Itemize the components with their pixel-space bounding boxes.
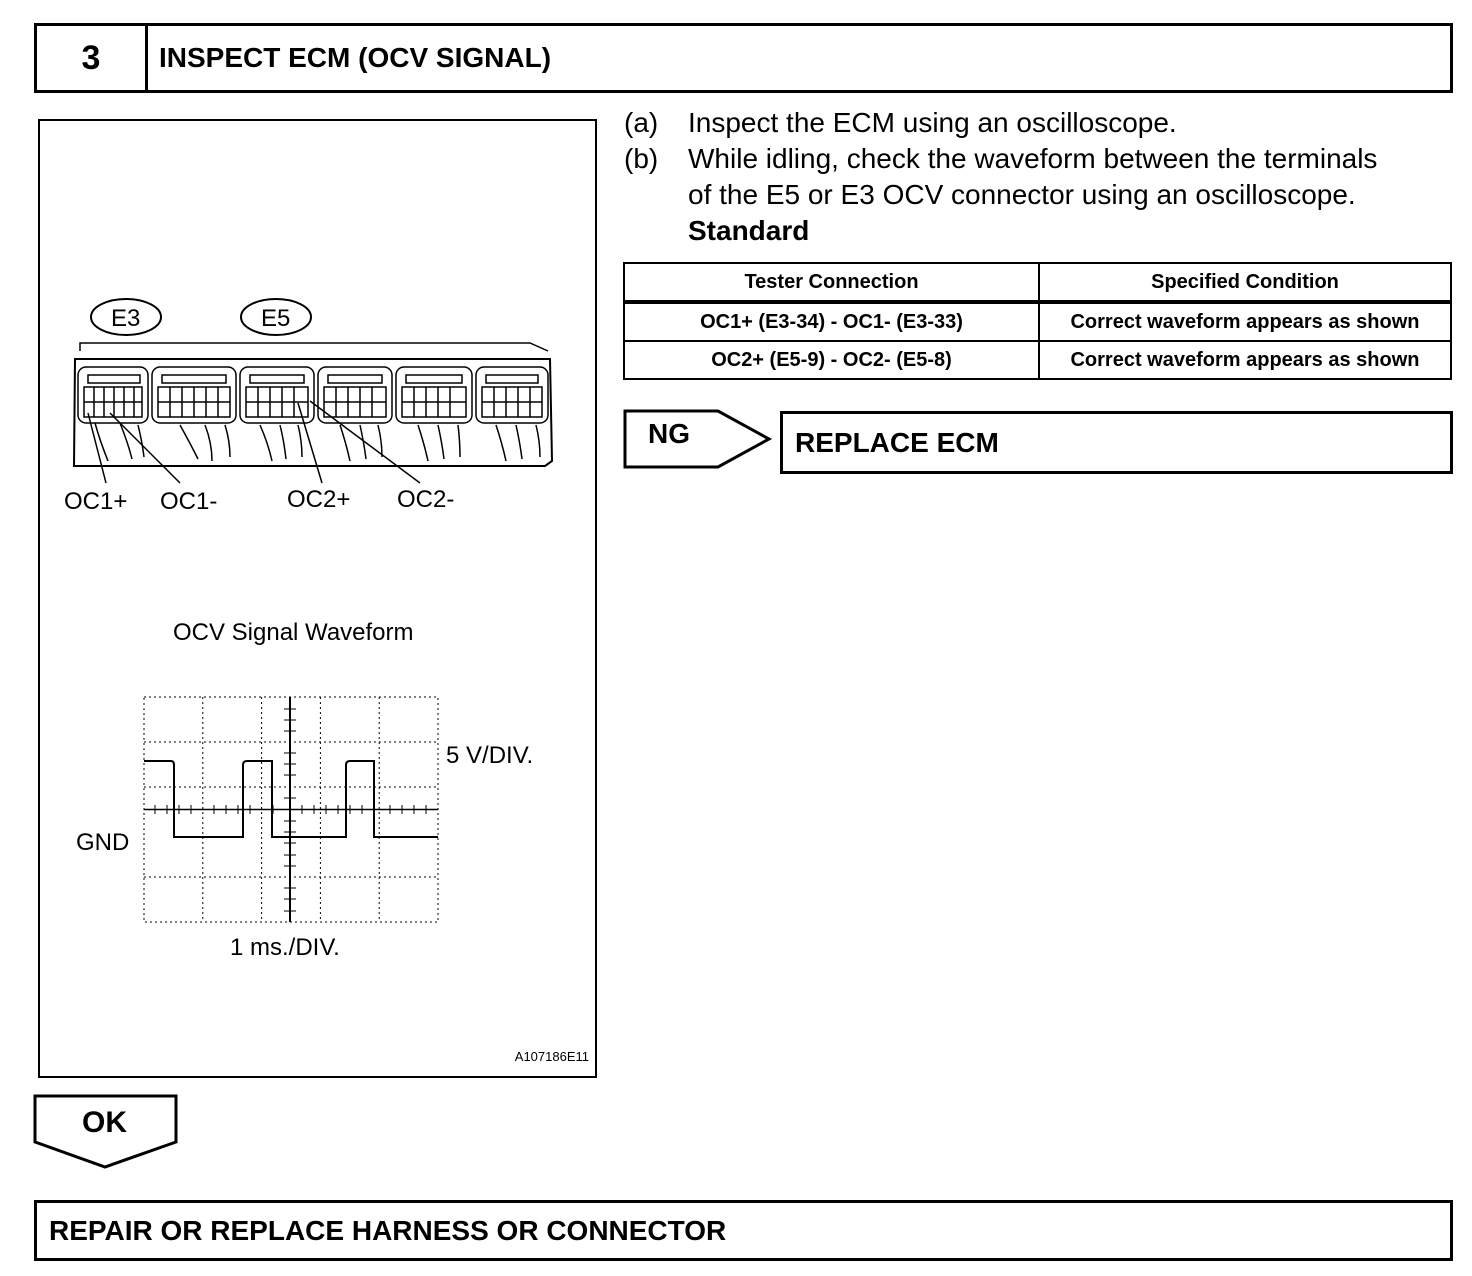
ecm-figure: E3 E5 OC1+ OC1- OC2+ OC2- OCV Signal Wav… bbox=[38, 119, 597, 1078]
step-title: INSPECT ECM (OCV SIGNAL) bbox=[159, 42, 552, 73]
figure-id: A107186E11 bbox=[514, 1049, 589, 1064]
ok-label: OK bbox=[82, 1106, 127, 1139]
gnd-label: GND bbox=[76, 829, 130, 856]
terminal-oc2-minus: OC2- bbox=[397, 486, 455, 513]
terminal-leaders bbox=[87, 400, 421, 484]
replace-ecm-box: REPLACE ECM bbox=[780, 411, 1453, 474]
table-cell: OC2+ (E5-9) - OC2- (E5-8) bbox=[623, 340, 1040, 380]
oscilloscope-grid bbox=[143, 696, 439, 923]
waveform-title: OCV Signal Waveform bbox=[173, 619, 414, 646]
table-cell: OC1+ (E3-34) - OC1- (E3-33) bbox=[623, 301, 1040, 342]
step-a-letter: (a) bbox=[624, 107, 659, 138]
spec-table: Tester Connection Specified Condition OC… bbox=[623, 262, 1452, 380]
ocv-waveform bbox=[144, 760, 438, 838]
volt-div-label: 5 V/DIV. bbox=[446, 742, 534, 769]
repair-harness-box: REPAIR OR REPLACE HARNESS OR CONNECTOR bbox=[34, 1200, 1453, 1261]
table-cell: Correct waveform appears as shown bbox=[1038, 301, 1452, 342]
connector-e5-callout bbox=[240, 298, 312, 336]
step-header: 3 INSPECT ECM (OCV SIGNAL) bbox=[34, 23, 1453, 93]
step-b-text-line2: of the E5 or E3 OCV connector using an o… bbox=[688, 179, 1356, 210]
table-cell: Correct waveform appears as shown bbox=[1038, 340, 1452, 380]
table-header-tester: Tester Connection bbox=[623, 262, 1040, 304]
standard-label: Standard bbox=[688, 215, 810, 246]
step-number: 3 bbox=[37, 26, 148, 90]
step-a-text: Inspect the ECM using an oscilloscope. bbox=[688, 107, 1177, 138]
table-row: OC1+ (E3-34) - OC1- (E3-33) Correct wave… bbox=[623, 301, 1452, 342]
step-b-letter: (b) bbox=[624, 143, 659, 174]
connector-e5-label: E5 bbox=[261, 305, 291, 332]
table-row: OC2+ (E5-9) - OC2- (E5-8) Correct wavefo… bbox=[623, 340, 1452, 380]
ecm-diagram bbox=[72, 298, 554, 923]
time-div-label: 1 ms./DIV. bbox=[230, 934, 340, 961]
connector-e3-label: E3 bbox=[111, 305, 141, 332]
replace-ecm-text: REPLACE ECM bbox=[795, 426, 999, 458]
table-header-condition: Specified Condition bbox=[1038, 262, 1452, 304]
terminal-oc1-plus: OC1+ bbox=[64, 488, 128, 515]
terminal-oc1-minus: OC1- bbox=[160, 488, 218, 515]
repair-harness-text: REPAIR OR REPLACE HARNESS OR CONNECTOR bbox=[49, 1214, 727, 1246]
ok-arrow-icon bbox=[33, 1094, 178, 1169]
ecm-connectors bbox=[77, 366, 549, 424]
connector-e3-callout bbox=[90, 298, 162, 336]
wire-harness bbox=[94, 422, 541, 462]
ecm-body bbox=[72, 358, 554, 467]
ng-arrow-icon bbox=[623, 409, 773, 469]
terminal-oc2-plus: OC2+ bbox=[287, 486, 351, 513]
ng-label: NG bbox=[648, 418, 690, 449]
step-b-text-line1: While idling, check the waveform between… bbox=[688, 143, 1378, 174]
